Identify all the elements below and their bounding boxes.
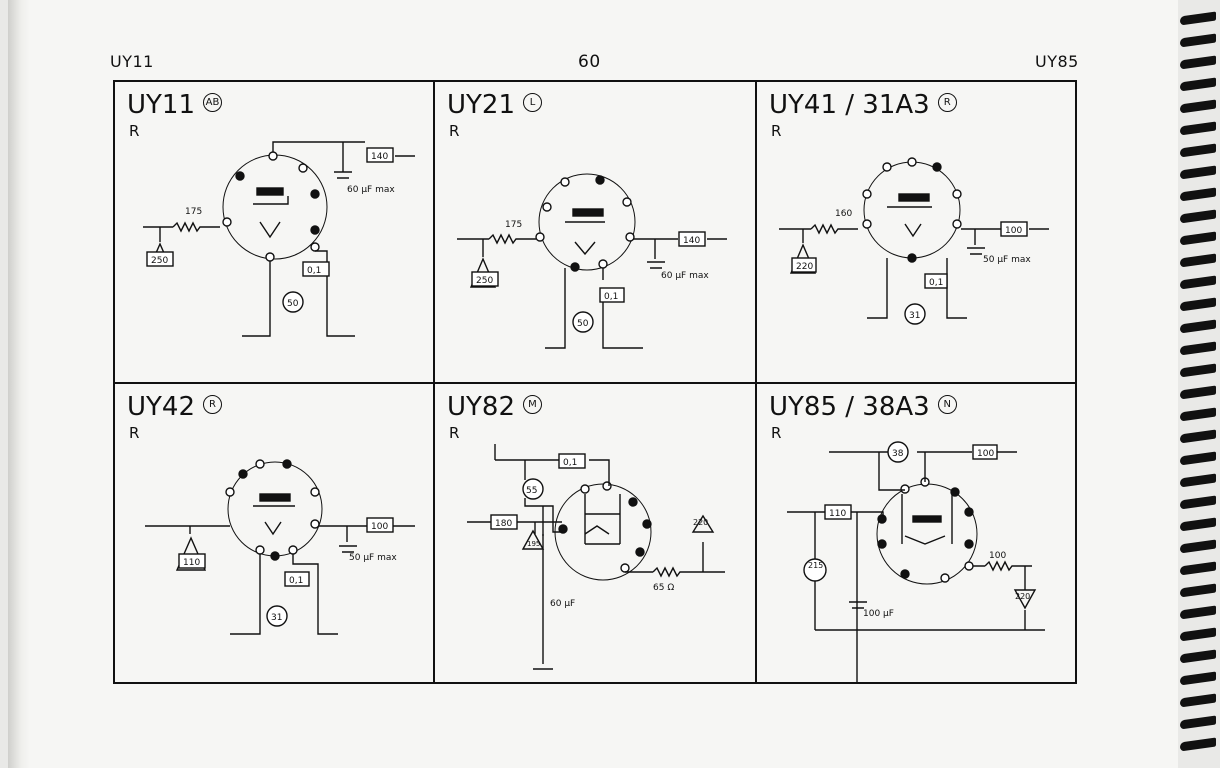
label-resistor: 160 (835, 209, 852, 219)
base-badge: R (937, 93, 957, 112)
circuit-schematic: 175 250 140 60 μF max 0,1 50 (457, 173, 727, 349)
circuit-schematic: 38 100 110 215 100 μF 100 220 (787, 441, 1045, 682)
tube-subtitle: R (771, 122, 782, 140)
label-ac-voltage: 220 (1015, 592, 1030, 601)
label-ma: 38 (892, 449, 904, 459)
tube-subtitle: R (449, 424, 460, 442)
manual-page (8, 0, 1178, 768)
label-voltage-out: 100 (371, 522, 388, 532)
tube-subtitle: R (129, 122, 140, 140)
tube-subtitle: R (771, 424, 782, 442)
base-badge: L (523, 93, 542, 112)
tube-subtitle: R (449, 122, 460, 140)
spiral-binding (1174, 0, 1220, 768)
label-voltage-out: 140 (683, 236, 700, 246)
label-ac-voltage: 220 (693, 518, 708, 527)
circuit-schematic: 0,1 55 180 195 60 μF 220 65 Ω (467, 444, 725, 670)
label-current: 0,1 (563, 458, 577, 468)
label-current: 110 (829, 509, 846, 519)
label-dc-voltage: 215 (808, 561, 823, 570)
header-left: UY11 (110, 52, 154, 71)
label-voltage-out: 140 (371, 152, 388, 162)
base-badge: M (523, 395, 542, 414)
label-current: 0,1 (307, 266, 321, 276)
label-ma: 31 (909, 311, 920, 321)
label-dc-voltage: 195 (527, 540, 540, 548)
label-voltage-out: 100 (1005, 226, 1022, 236)
label-current: 0,1 (289, 576, 303, 586)
label-voltage-in: 250 (476, 276, 493, 286)
label-voltage-in: 250 (151, 256, 168, 266)
label-capacitor: 60 μF max (347, 185, 395, 195)
label-capacitor: 60 μF max (661, 271, 709, 281)
label-voltage-in: 220 (796, 262, 813, 272)
label-capacitor: 100 μF (863, 609, 894, 619)
label-ma: 50 (287, 299, 299, 309)
page-number: 60 (578, 52, 601, 72)
circuit-schematic: 110 100 50 μF max 0,1 31 (145, 459, 415, 635)
label-resistor: 65 Ω (653, 583, 674, 593)
grid-divider-h (115, 382, 1075, 384)
label-ma: 50 (577, 319, 589, 329)
label-resistor: 100 (989, 551, 1006, 561)
label-resistor: 175 (505, 220, 522, 230)
circuit-schematic: 160 220 100 50 μF max 0,1 31 (779, 157, 1049, 325)
header-right: UY85 (1035, 52, 1079, 71)
label-capacitor: 50 μF max (983, 255, 1031, 265)
label-ma: 55 (526, 486, 537, 496)
label-ma: 31 (271, 613, 282, 623)
base-badge: N (937, 395, 957, 414)
label-resistor: 175 (185, 207, 202, 217)
label-current: 0,1 (929, 278, 943, 288)
page-edge-shadow (8, 0, 30, 768)
label-voltage-out: 100 (977, 449, 994, 459)
label-current: 0,1 (604, 292, 618, 302)
label-capacitor: 60 μF (550, 599, 575, 609)
label-voltage-in: 110 (183, 558, 200, 568)
label-voltage-out: 180 (495, 519, 512, 529)
circuit-schematic: 175 250 140 60 μF max 0,1 50 (143, 141, 415, 337)
label-capacitor: 50 μF max (349, 553, 397, 563)
base-badge: R (203, 395, 222, 414)
tube-subtitle: R (129, 424, 140, 442)
base-badge: AB (203, 93, 222, 112)
